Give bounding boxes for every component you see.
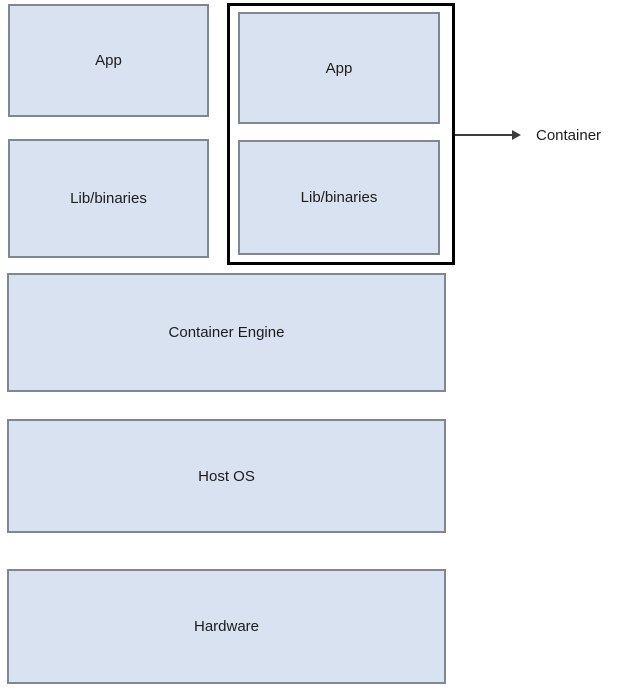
hardware-box: Hardware — [7, 569, 446, 684]
lib-binaries-box-container: Lib/binaries — [238, 140, 440, 255]
container-callout-label: Container — [536, 127, 602, 144]
app-box-container: App — [238, 12, 440, 124]
container-group: App Lib/binaries — [227, 3, 455, 265]
arrowhead-icon — [512, 130, 521, 140]
container-callout-line — [455, 134, 513, 136]
app-box-left: App — [8, 4, 209, 117]
container-engine-box: Container Engine — [7, 273, 446, 392]
lib-binaries-box-left: Lib/binaries — [8, 139, 209, 258]
host-os-box: Host OS — [7, 419, 446, 533]
